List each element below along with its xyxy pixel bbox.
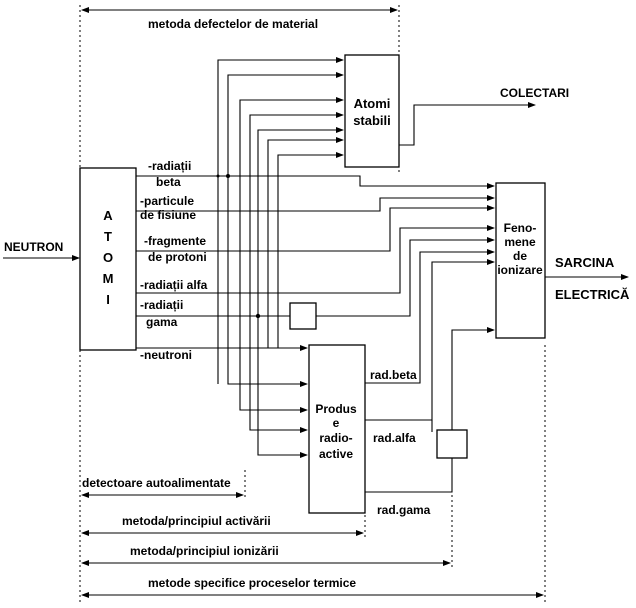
output-label: de fisiune [140, 208, 196, 222]
atomi-letter: T [104, 229, 112, 244]
produse-label: e [333, 416, 340, 430]
produse-label: radio- [319, 431, 352, 445]
output-label: de protoni [148, 250, 207, 264]
atomi-stabili-label: stabili [353, 113, 391, 128]
output-label: -radiații alfa [140, 278, 208, 292]
atomi-stabili-box [344, 54, 400, 168]
output-label: -particule [140, 194, 194, 208]
atomi-letter: O [103, 250, 113, 265]
atomi-box [79, 167, 137, 351]
output-label: beta [156, 175, 181, 189]
produse-label: active [319, 447, 353, 461]
method-label: detectoare autoalimentate [82, 476, 231, 490]
fenomene-label: ionizare [497, 263, 543, 277]
method-label: metoda/principiul activării [122, 514, 271, 528]
rad-alfa-label: rad.alfa [373, 431, 416, 445]
connections [3, 57, 629, 493]
rad-gama-label: rad.gama [377, 503, 431, 517]
output-label: gama [146, 315, 178, 329]
fenomene-label: Feno- [504, 221, 537, 235]
colectari-label: COLECTARI [500, 86, 569, 100]
output-label: -radiații [148, 159, 191, 173]
produse-label: Produs [315, 402, 357, 416]
atomi-letter: A [103, 208, 113, 223]
junction-dots [216, 174, 261, 319]
method-label: metoda defectelor de material [148, 17, 318, 31]
electrica-label: ELECTRICĂ [555, 287, 630, 302]
gama-filter-box-left [289, 302, 317, 330]
sarcina-label: SARCINA [555, 255, 615, 270]
fenomene-label: mene [504, 235, 536, 249]
atomi-stabili-label: Atomi [354, 96, 391, 111]
output-label: -neutroni [140, 348, 192, 362]
rad-beta-label: rad.beta [370, 368, 417, 382]
gama-filter-box-right [436, 429, 468, 459]
output-label: -fragmente [144, 234, 206, 248]
output-label: -radiații [140, 298, 183, 312]
method-ranges [81, 7, 544, 598]
atomi-letter: M [103, 271, 114, 286]
method-label: metode specifice proceselor termice [148, 576, 356, 590]
fenomene-label: de [513, 249, 527, 263]
atomi-label: A T O M I [103, 208, 114, 307]
fenomene-ionizare-box [495, 182, 546, 339]
neutron-label: NEUTRON [4, 240, 63, 254]
atomi-letter: I [106, 292, 110, 307]
method-label: metoda/principiul ionizării [130, 544, 279, 558]
produse-radioactive-box [308, 344, 366, 514]
